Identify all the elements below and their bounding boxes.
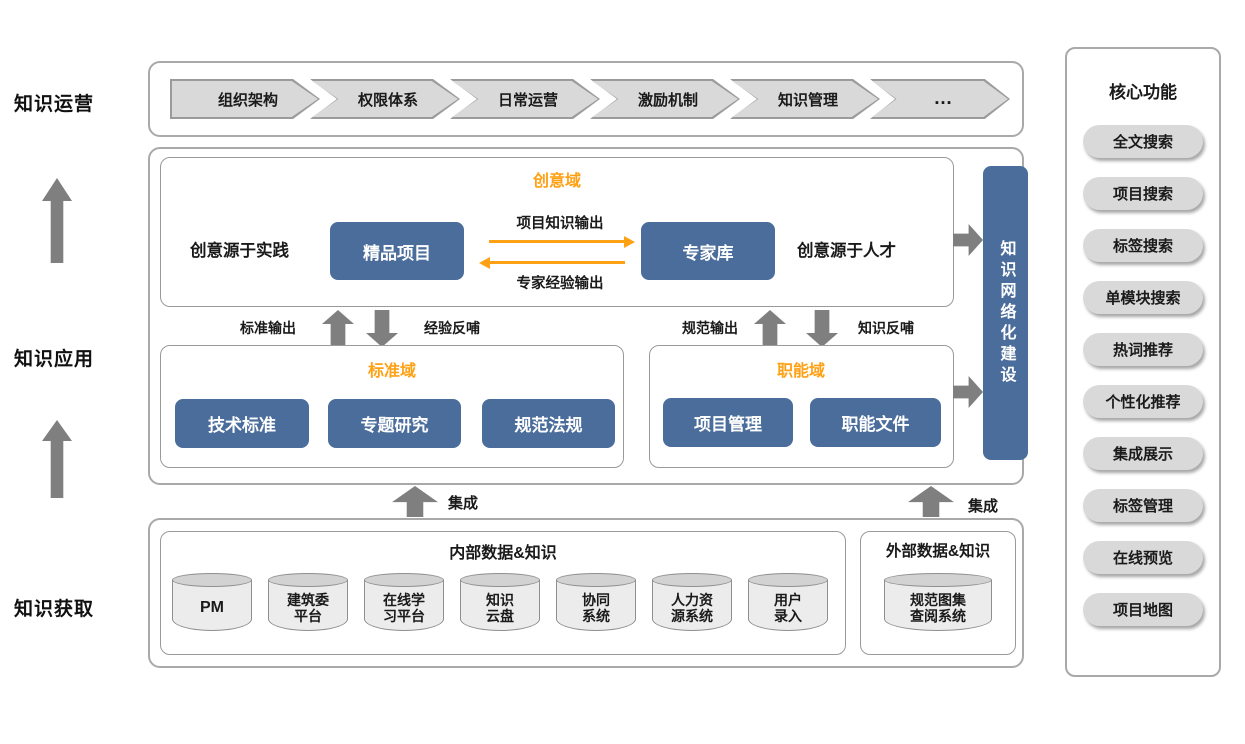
- cylinder-top: [364, 573, 444, 587]
- source-cylinder-knowledge-cloud: 知识 云盘: [460, 573, 540, 631]
- external-data-title: 外部数据&知识: [885, 543, 991, 560]
- rail-label-acquisition: 知识获取: [14, 599, 95, 620]
- knowledge-feedback-label: 知识反哺: [858, 320, 914, 336]
- chevron-org-structure: 组织架构: [170, 79, 320, 119]
- source-cylinder-user-entry: 用户 录入: [748, 573, 828, 631]
- cylinder-label: 在线学 习平台: [383, 591, 425, 624]
- function-pill-tag-search: 标签搜索: [1083, 229, 1203, 262]
- project-knowledge-arrow: [489, 240, 625, 243]
- project-knowledge-output-label: 项目知识输出: [516, 216, 604, 232]
- standard-output-label: 标准输出: [240, 320, 296, 336]
- spec-output-label: 规范输出: [682, 320, 738, 336]
- chevron-shape-inner: [172, 81, 318, 117]
- chevron-daily-operations: 日常运营: [450, 79, 600, 119]
- cylinder-label: 知识 云盘: [486, 591, 514, 624]
- function-pill-fulltext-search: 全文搜索: [1083, 125, 1203, 158]
- chevron-label: …: [933, 88, 953, 109]
- rail-up-arrow-bottom: [42, 420, 72, 498]
- source-cylinder-collaboration-system: 协同 系统: [556, 573, 636, 631]
- chevron-knowledge-management: 知识管理: [730, 79, 880, 119]
- functional-documents-box: 职能文件: [810, 398, 941, 447]
- cylinder-label: PM: [200, 598, 224, 616]
- creative-domain-title: 创意域: [532, 173, 581, 190]
- functional-domain-title: 职能域: [776, 363, 825, 380]
- expert-experience-output-label: 专家经验输出: [516, 276, 604, 292]
- cylinder-top: [460, 573, 540, 587]
- creative-right-caption: 创意源于人才: [797, 242, 896, 260]
- function-pill-integrated-display: 集成展示: [1083, 437, 1203, 470]
- function-pill-project-map: 项目地图: [1083, 593, 1203, 626]
- source-cylinder-hr-system: 人力资 源系统: [652, 573, 732, 631]
- function-pill-module-search: 单模块搜索: [1083, 281, 1203, 314]
- cylinder-label: 协同 系统: [582, 591, 610, 624]
- cylinder-body: [172, 580, 252, 631]
- source-cylinder-pm: PM: [172, 573, 252, 631]
- rail-label-operations: 知识运营: [14, 94, 95, 115]
- knowledge-network-box: 知识网络化建设: [983, 166, 1028, 460]
- cylinder-top: [884, 573, 992, 587]
- function-pill-project-search: 项目搜索: [1083, 177, 1203, 210]
- special-research-box: 专题研究: [328, 399, 461, 448]
- function-pill-hotword-recommend: 热词推荐: [1083, 333, 1203, 366]
- chevron-ellipsis: …: [870, 79, 1010, 119]
- project-management-box: 项目管理: [663, 398, 793, 447]
- integration-label-left: 集成: [448, 495, 479, 512]
- function-pill-personalized-recommend: 个性化推荐: [1083, 385, 1203, 418]
- cylinder-top: [172, 573, 252, 587]
- cylinder-top: [268, 573, 348, 587]
- cylinder-top: [652, 573, 732, 587]
- expert-library-box: 专家库: [641, 222, 775, 280]
- cylinder-body: [268, 580, 348, 631]
- chevron-label: 日常运营: [497, 91, 558, 109]
- chevron-label: 知识管理: [777, 91, 838, 109]
- cylinder-label: 用户 录入: [774, 591, 802, 624]
- cylinder-label: 人力资 源系统: [671, 591, 713, 624]
- chevron-permission-system: 权限体系: [310, 79, 460, 119]
- internal-data-title: 内部数据&知识: [449, 545, 557, 562]
- rail-up-arrow-top: [42, 178, 72, 263]
- standard-domain-title: 标准域: [367, 363, 416, 380]
- core-functions-title: 核心功能: [1109, 83, 1177, 102]
- source-cylinder-spec-atlas: 规范图集 查阅系统: [884, 573, 992, 631]
- chevron-incentive-mechanism: 激励机制: [590, 79, 740, 119]
- cylinder-top: [556, 573, 636, 587]
- cylinder-body: [460, 580, 540, 631]
- creative-domain-box: [160, 157, 954, 307]
- integration-label-right: 集成: [968, 498, 999, 515]
- cylinder-label: 建筑委 平台: [287, 591, 329, 624]
- source-cylinder-online-learning: 在线学 习平台: [364, 573, 444, 631]
- function-pill-tag-management: 标签管理: [1083, 489, 1203, 522]
- knowledge-network-label: 知识网络化建设: [997, 239, 1015, 387]
- creative-left-caption: 创意源于实践: [190, 242, 289, 260]
- chevron-label: 激励机制: [637, 91, 698, 109]
- chevron-label: 组织架构: [217, 91, 278, 109]
- source-cylinder-construction-committee: 建筑委 平台: [268, 573, 348, 631]
- cylinder-top: [748, 573, 828, 587]
- rail-label-application: 知识应用: [14, 349, 95, 370]
- cylinder-body: [884, 580, 992, 631]
- cylinder-body: [652, 580, 732, 631]
- experience-feedback-label: 经验反哺: [424, 320, 480, 336]
- cylinder-body: [556, 580, 636, 631]
- cylinder-label: 规范图集 查阅系统: [910, 591, 966, 624]
- cylinder-body: [364, 580, 444, 631]
- expert-experience-arrow: [489, 261, 625, 264]
- chevron-label: 权限体系: [357, 91, 418, 109]
- premium-projects-box: 精品项目: [330, 222, 464, 280]
- technical-standards-box: 技术标准: [175, 399, 309, 448]
- integration-arrow-left: [392, 486, 438, 517]
- regulations-box: 规范法规: [482, 399, 615, 448]
- cylinder-body: [748, 580, 828, 631]
- function-pill-online-preview: 在线预览: [1083, 541, 1203, 574]
- integration-arrow-right: [908, 486, 954, 517]
